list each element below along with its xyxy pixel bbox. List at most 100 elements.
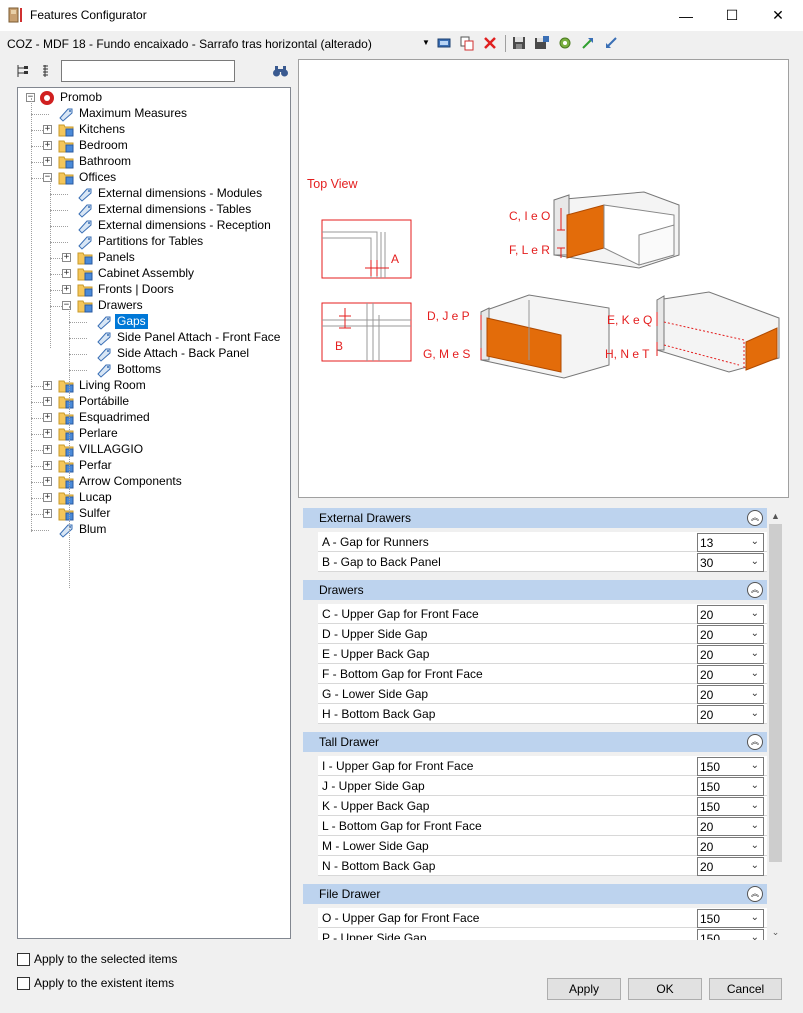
tree-node[interactable]: + Lucap [18, 490, 288, 506]
apply-existent-option[interactable]: Apply to the existent items [17, 975, 174, 991]
expand-icon[interactable]: + [43, 412, 52, 422]
expand-icon[interactable]: + [43, 396, 52, 406]
settings-icon[interactable] [557, 35, 573, 51]
expand-icon[interactable]: + [43, 380, 52, 390]
expand-icon[interactable]: + [43, 444, 52, 454]
property-value-combo[interactable]: 20 ⌄ [697, 665, 764, 684]
tree-node[interactable]: + Bathroom [18, 154, 288, 170]
tree-node[interactable]: + VILLAGGIO [18, 442, 288, 458]
tree-node[interactable]: + Cabinet Assembly [18, 266, 288, 282]
property-value-combo[interactable]: 20 ⌄ [697, 817, 764, 836]
apply-selected-checkbox[interactable] [17, 952, 30, 966]
property-value-combo[interactable]: 20 ⌄ [697, 645, 764, 664]
tree-node[interactable]: Maximum Measures [18, 106, 288, 122]
tree-node[interactable]: + Esquadrimed [18, 410, 288, 426]
tree-node[interactable]: Partitions for Tables [18, 234, 288, 250]
expand-icon[interactable]: + [62, 268, 71, 278]
tree-node[interactable]: Bottoms [18, 362, 288, 378]
expand-icon[interactable]: + [43, 124, 52, 134]
tree-node[interactable]: + Living Room [18, 378, 288, 394]
property-value-combo[interactable]: 150 ⌄ [697, 797, 764, 816]
chevron-down-icon: ▼ [422, 38, 430, 47]
expand-icon[interactable]: + [43, 508, 52, 518]
property-value-combo[interactable]: 150 ⌄ [697, 909, 764, 928]
tree-node[interactable]: External dimensions - Reception [18, 218, 288, 234]
property-value-combo[interactable]: 150 ⌄ [697, 777, 764, 796]
search-input[interactable] [61, 60, 235, 82]
section-header[interactable]: Drawers ︽ [303, 580, 767, 600]
delete-icon[interactable] [482, 35, 498, 51]
import-icon[interactable] [603, 35, 619, 51]
property-value-combo[interactable]: 20 ⌄ [697, 837, 764, 856]
tree-node[interactable]: + Portábille [18, 394, 288, 410]
expand-icon[interactable]: + [43, 492, 52, 502]
collapse-section-icon[interactable]: ︽ [747, 582, 763, 598]
property-value-combo[interactable]: 13 ⌄ [697, 533, 764, 552]
scroll-up-icon[interactable]: ▲ [771, 511, 780, 521]
tree-node[interactable]: + Perfar [18, 458, 288, 474]
expand-icon[interactable]: + [43, 140, 52, 150]
tree-node[interactable]: Gaps [18, 314, 288, 330]
binoculars-icon[interactable] [272, 63, 289, 79]
property-value-combo[interactable]: 20 ⌄ [697, 857, 764, 876]
tree-node[interactable]: Side Attach - Back Panel [18, 346, 288, 362]
tree-node[interactable]: − Offices [18, 170, 288, 186]
property-value-combo[interactable]: 30 ⌄ [697, 553, 764, 572]
section-header[interactable]: External Drawers ︽ [303, 508, 767, 528]
property-grid-scrollbar[interactable]: ▲ ⌄ [767, 508, 784, 940]
collapse-section-icon[interactable]: ︽ [747, 886, 763, 902]
section-header[interactable]: File Drawer ︽ [303, 884, 767, 904]
section-header[interactable]: Tall Drawer ︽ [303, 732, 767, 752]
scroll-down-icon[interactable]: ⌄ [771, 927, 780, 937]
apply-button[interactable]: Apply [547, 978, 621, 1000]
tree-node[interactable]: External dimensions - Tables [18, 202, 288, 218]
tree-expand-icon[interactable] [15, 63, 31, 79]
feature-tree[interactable]: − Promob Maximum Measures+ Kitchens+ Bed… [17, 87, 291, 939]
expand-icon[interactable]: + [43, 460, 52, 470]
property-value-combo[interactable]: 20 ⌄ [697, 605, 764, 624]
tree-node[interactable]: + Bedroom [18, 138, 288, 154]
apply-selected-option[interactable]: Apply to the selected items [17, 951, 177, 967]
list-view-icon[interactable] [39, 63, 55, 79]
collapse-icon[interactable]: − [43, 172, 52, 182]
tree-node-root[interactable]: − Promob [18, 90, 288, 106]
ok-button[interactable]: OK [628, 978, 702, 1000]
collapse-icon[interactable]: − [26, 92, 35, 102]
tree-node[interactable]: + Perlare [18, 426, 288, 442]
scroll-thumb[interactable] [769, 524, 782, 862]
property-label: L - Bottom Gap for Front Face [322, 819, 482, 833]
expand-icon[interactable]: + [43, 156, 52, 166]
item-combo[interactable]: COZ - MDF 18 - Fundo encaixado - Sarrafo… [0, 31, 432, 56]
tree-node[interactable]: + Kitchens [18, 122, 288, 138]
copy-icon[interactable] [459, 35, 475, 51]
tree-node[interactable]: + Fronts | Doors [18, 282, 288, 298]
tree-node[interactable]: Side Panel Attach - Front Face [18, 330, 288, 346]
cancel-button[interactable]: Cancel [709, 978, 782, 1000]
expand-icon[interactable]: + [43, 428, 52, 438]
property-value-combo[interactable]: 20 ⌄ [697, 685, 764, 704]
apply-existent-checkbox[interactable] [17, 976, 30, 990]
collapse-section-icon[interactable]: ︽ [747, 734, 763, 750]
tree-node[interactable]: Blum [18, 522, 288, 538]
collapse-icon[interactable]: − [62, 300, 71, 310]
minimize-button[interactable]: — [679, 7, 693, 24]
tree-node[interactable]: + Panels [18, 250, 288, 266]
property-value-combo[interactable]: 150 ⌄ [697, 757, 764, 776]
collapse-section-icon[interactable]: ︽ [747, 510, 763, 526]
property-value-combo[interactable]: 20 ⌄ [697, 705, 764, 724]
expand-icon[interactable]: + [62, 284, 71, 294]
tree-node[interactable]: External dimensions - Modules [18, 186, 288, 202]
tree-node[interactable]: + Arrow Components [18, 474, 288, 490]
property-value-combo[interactable]: 150 ⌄ [697, 929, 764, 940]
maximize-button[interactable]: ☐ [725, 7, 739, 23]
close-button[interactable]: ✕ [772, 7, 784, 23]
save-as-icon[interactable] [534, 35, 550, 51]
tree-node[interactable]: − Drawers [18, 298, 288, 314]
display-icon[interactable] [436, 35, 452, 51]
expand-icon[interactable]: + [62, 252, 71, 262]
save-icon[interactable] [511, 35, 527, 51]
expand-icon[interactable]: + [43, 476, 52, 486]
export-icon[interactable] [580, 35, 596, 51]
property-value-combo[interactable]: 20 ⌄ [697, 625, 764, 644]
tree-node[interactable]: + Sulfer [18, 506, 288, 522]
